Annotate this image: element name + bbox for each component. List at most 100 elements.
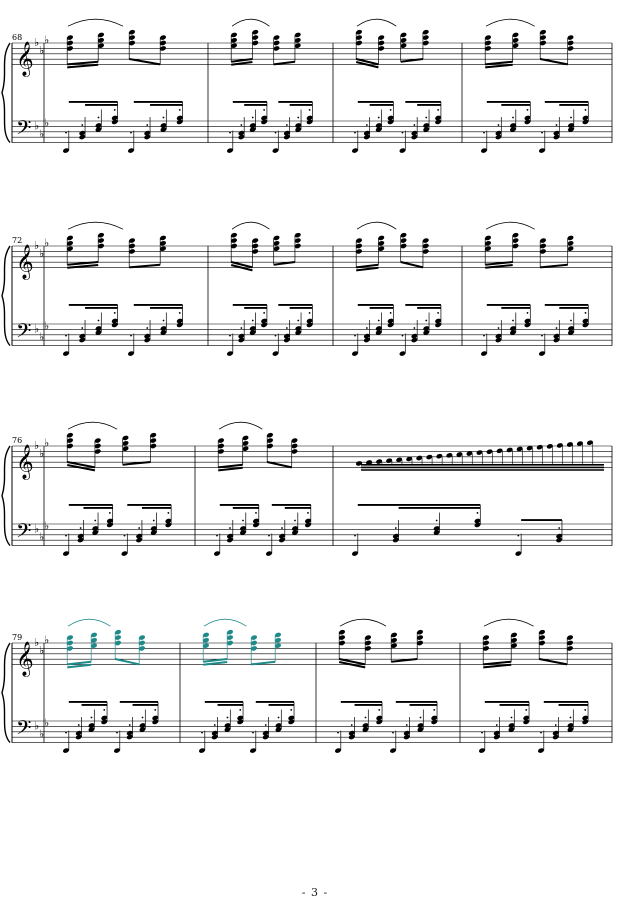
notehead <box>553 134 560 140</box>
staccato-dot <box>495 724 498 726</box>
notehead <box>351 351 359 356</box>
staccato-dot <box>264 724 267 726</box>
staccato-dot <box>65 534 67 537</box>
notehead <box>426 454 433 460</box>
notehead <box>114 629 122 635</box>
notehead <box>111 119 118 125</box>
staccato-dot <box>152 519 155 522</box>
beam <box>67 261 99 266</box>
bass-staff <box>12 701 612 753</box>
notehead <box>159 246 167 252</box>
notehead <box>261 318 268 324</box>
notehead <box>512 243 519 249</box>
notehead <box>567 246 574 252</box>
notehead <box>509 326 517 331</box>
notehead <box>237 719 244 725</box>
staccato-dot <box>512 319 514 322</box>
staccato-dot <box>512 116 514 119</box>
notehead <box>288 719 295 725</box>
beam <box>355 58 379 66</box>
notehead <box>273 246 280 252</box>
notehead <box>238 134 245 140</box>
notehead <box>291 526 299 531</box>
staccato-dot <box>229 334 231 337</box>
notehead <box>295 123 302 128</box>
notehead <box>94 449 101 454</box>
notehead <box>128 238 136 243</box>
notehead <box>582 719 589 725</box>
staccato-dot <box>510 716 513 719</box>
beam <box>356 266 379 272</box>
notehead <box>376 459 383 464</box>
staccato-dot <box>570 116 572 119</box>
staccato-dot <box>154 709 157 711</box>
notehead <box>79 134 86 140</box>
notehead <box>159 235 167 241</box>
staccato-dot <box>178 109 181 111</box>
beam <box>273 60 296 66</box>
staccato-dot <box>255 512 257 514</box>
staccato-dot <box>307 512 309 514</box>
notehead <box>106 518 113 524</box>
staccato-dot <box>123 534 126 537</box>
notehead <box>466 451 473 456</box>
notehead <box>378 246 385 252</box>
notehead <box>250 635 258 640</box>
notehead <box>66 432 74 438</box>
staccato-dot <box>240 124 243 126</box>
flat-sign: ♭ <box>39 728 44 741</box>
notehead <box>351 148 359 153</box>
treble-clef-icon: 𝄞 <box>16 245 34 281</box>
staccato-dot <box>162 116 165 119</box>
notehead <box>226 351 234 356</box>
beam <box>218 466 243 472</box>
notehead <box>338 629 346 635</box>
flat-sign: ♭ <box>34 239 39 252</box>
notehead <box>121 551 128 556</box>
notehead <box>364 635 372 640</box>
staccato-dot <box>389 109 392 111</box>
staccato-dot <box>354 131 356 134</box>
notehead <box>355 249 363 254</box>
notehead <box>250 646 258 651</box>
notehead <box>538 640 546 646</box>
notehead <box>516 446 523 452</box>
notehead <box>66 438 74 443</box>
notehead <box>539 238 547 243</box>
bass-clef-icon: 𝄢 <box>16 319 31 347</box>
staccato-dot <box>350 724 353 726</box>
notehead <box>399 148 406 153</box>
notehead <box>128 35 136 40</box>
staccato-dot <box>81 327 84 329</box>
staccato-dot <box>497 124 500 126</box>
notehead <box>509 123 517 128</box>
notehead <box>213 551 221 556</box>
bass-clef-icon: 𝄢 <box>16 716 31 744</box>
notehead <box>291 438 298 443</box>
beam <box>251 660 276 666</box>
notehead <box>274 643 282 649</box>
staccato-dot <box>229 527 231 529</box>
notehead <box>523 719 530 725</box>
notehead <box>122 440 129 446</box>
staccato-dot <box>354 534 356 537</box>
notehead <box>79 333 86 339</box>
notehead <box>291 530 299 535</box>
notehead <box>495 337 502 343</box>
staccato-dot <box>435 519 438 522</box>
notehead <box>400 238 407 243</box>
notehead <box>524 115 531 121</box>
flat-sign: ♭ <box>34 719 39 732</box>
notehead <box>114 635 122 640</box>
beam <box>67 60 99 66</box>
notehead <box>111 318 118 324</box>
notehead <box>362 723 369 728</box>
notehead <box>273 240 280 246</box>
notehead <box>496 448 503 454</box>
flat-sign: ♭ <box>39 44 44 57</box>
notehead <box>478 748 486 753</box>
notehead <box>539 243 547 249</box>
staccato-dot <box>130 131 132 134</box>
notehead <box>378 46 385 51</box>
notehead <box>433 530 440 535</box>
